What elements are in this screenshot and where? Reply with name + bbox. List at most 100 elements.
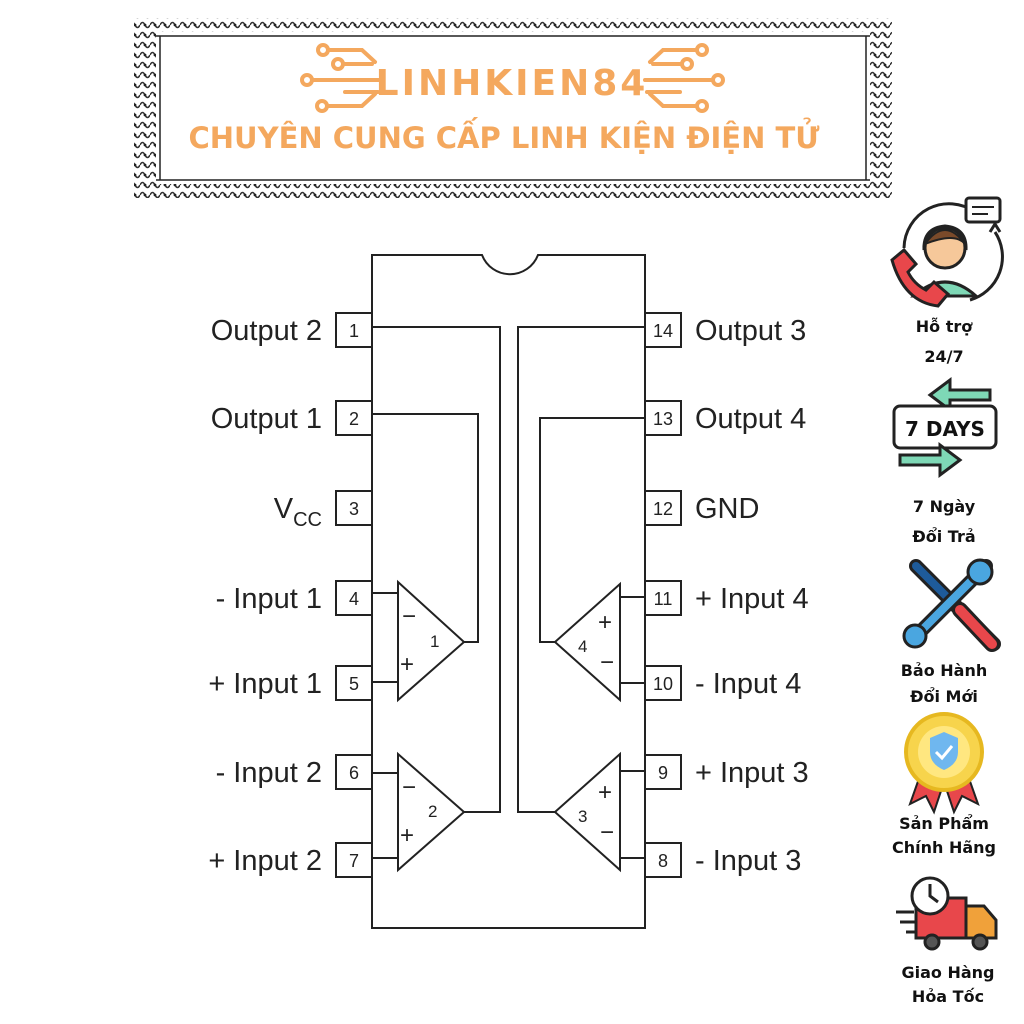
op-amp-1-plus: + — [400, 651, 414, 678]
service-delivery-line2: Hỏa Tốc — [912, 987, 984, 1006]
op-amp-4-minus: − — [600, 649, 614, 676]
seven-days-return-icon: 7 DAYS — [892, 377, 998, 478]
op-amp-3-id: 3 — [578, 807, 587, 826]
pin-1: 1 Output 2 — [211, 312, 373, 348]
pin-box — [644, 580, 682, 616]
pin-number: 12 — [653, 499, 673, 519]
pin-number: 2 — [349, 409, 359, 429]
ornamental-frame — [134, 18, 892, 198]
pin-11: 11 + Input 4 — [644, 580, 809, 616]
support-agent-icon — [890, 196, 1004, 308]
pin-10: 10 - Input 4 — [644, 665, 801, 701]
pin-label: + Input 3 — [695, 757, 809, 789]
circuit-decoration-right-icon — [643, 43, 725, 113]
pin-box — [644, 754, 682, 790]
pin-label: + Input 2 — [208, 845, 322, 877]
pin-9: 9 + Input 3 — [644, 754, 809, 790]
op-amp-3-minus: − — [600, 819, 614, 846]
pin-5: 5 + Input 1 — [208, 665, 373, 701]
pin-label: + Input 1 — [208, 668, 322, 700]
op-amp-4-plus: + — [598, 609, 612, 636]
pin-box — [335, 665, 373, 701]
verified-badge-icon — [904, 712, 984, 815]
op-amp-2 — [397, 751, 466, 873]
amplifier-labels: − + 1 − + 2 + − 4 + − 3 — [400, 603, 614, 849]
op-amp-1-id: 1 — [430, 632, 439, 651]
ic-body — [371, 254, 646, 929]
op-amp-4 — [553, 581, 621, 703]
pin-label: - Input 3 — [695, 845, 801, 877]
op-amp-3 — [553, 751, 621, 873]
pin-number: 3 — [349, 499, 359, 519]
pin-3: 3 VCC — [274, 490, 373, 531]
pin-box — [644, 400, 682, 436]
service-warranty-line2: Đổi Mới — [910, 687, 978, 706]
pin-box — [644, 842, 682, 878]
pin-4: 4 - Input 1 — [216, 580, 373, 616]
service-support-line2: 24/7 — [924, 347, 963, 366]
seven-days-badge: 7 DAYS — [905, 417, 985, 441]
op-amp-1-minus: − — [402, 603, 416, 630]
pin-group: 1 Output 2 2 Output 1 3 VCC 4 - Input 1 5 + Input… — [208, 312, 809, 878]
delivery-truck-icon — [896, 876, 998, 951]
pin-box — [335, 490, 373, 526]
pin-label: - Input 2 — [216, 757, 322, 789]
pin-number: 11 — [654, 589, 673, 609]
header-banner: LINHKIEN84 CHUYÊN CUNG CẤP LINH KIỆN ĐIỆ… — [134, 18, 892, 198]
services-column: Hỗ trợ 24/7 7 DAYS 7 Ngày Đổi Trả Bảo Hà… — [890, 196, 1004, 1006]
pin-6: 6 - Input 2 — [216, 754, 373, 790]
tools-icon — [902, 558, 1001, 652]
pin-number: 7 — [349, 851, 359, 871]
pin-label: Output 1 — [211, 403, 322, 435]
pin-number: 13 — [653, 409, 673, 429]
service-genuine-line2: Chính Hãng — [892, 838, 996, 857]
op-amp-2-plus: + — [400, 822, 414, 849]
op-amp-3-plus: + — [598, 779, 612, 806]
pin-12: 12 GND — [644, 490, 759, 526]
pin-number: 4 — [349, 589, 359, 609]
pin-box — [335, 842, 373, 878]
op-amp-4-id: 4 — [578, 637, 587, 656]
ic-pinout-diagram — [371, 254, 646, 929]
pin-number: 9 — [658, 763, 668, 783]
pin-label: - Input 1 — [216, 583, 322, 615]
pin-number: 10 — [653, 674, 673, 694]
pin-label: Output 4 — [695, 403, 806, 435]
internal-wiring — [372, 326, 645, 859]
service-warranty-line1: Bảo Hành — [901, 661, 988, 680]
pin-box — [335, 754, 373, 790]
pin-number: 5 — [349, 674, 359, 694]
pin-13: 13 Output 4 — [644, 400, 806, 436]
pin-box — [644, 490, 682, 526]
pin-label: VCC — [274, 493, 322, 531]
service-delivery-line1: Giao Hàng — [901, 963, 994, 982]
brand-name: LINHKIEN84 — [376, 63, 649, 104]
circuit-decoration-left-icon — [300, 43, 382, 113]
pin-8: 8 - Input 3 — [644, 842, 801, 878]
op-amp-2-minus: − — [402, 774, 416, 801]
pin-box — [335, 580, 373, 616]
pin-label: Output 3 — [695, 315, 806, 347]
pin-box — [644, 312, 682, 348]
op-amp-2-id: 2 — [428, 802, 437, 821]
pin-number: 1 — [349, 321, 359, 341]
pin-number: 8 — [658, 851, 668, 871]
pin-2: 2 Output 1 — [211, 400, 373, 436]
pin-box — [335, 312, 373, 348]
pin-label: Output 2 — [211, 315, 322, 347]
pin-number: 6 — [349, 763, 359, 783]
op-amp-1 — [397, 579, 466, 703]
pin-label: - Input 4 — [695, 668, 801, 700]
pin-label: + Input 4 — [695, 583, 809, 615]
brand-tagline: CHUYÊN CUNG CẤP LINH KIỆN ĐIỆN TỬ — [189, 117, 821, 155]
service-return-line1: 7 Ngày — [913, 497, 976, 516]
service-support-line1: Hỗ trợ — [916, 317, 973, 336]
pin-label: GND — [695, 493, 759, 525]
pin-box — [335, 400, 373, 436]
service-return-line2: Đổi Trả — [912, 527, 975, 546]
service-genuine-line1: Sản Phẩm — [899, 814, 989, 833]
pin-box — [644, 665, 682, 701]
pin-7: 7 + Input 2 — [208, 842, 373, 878]
